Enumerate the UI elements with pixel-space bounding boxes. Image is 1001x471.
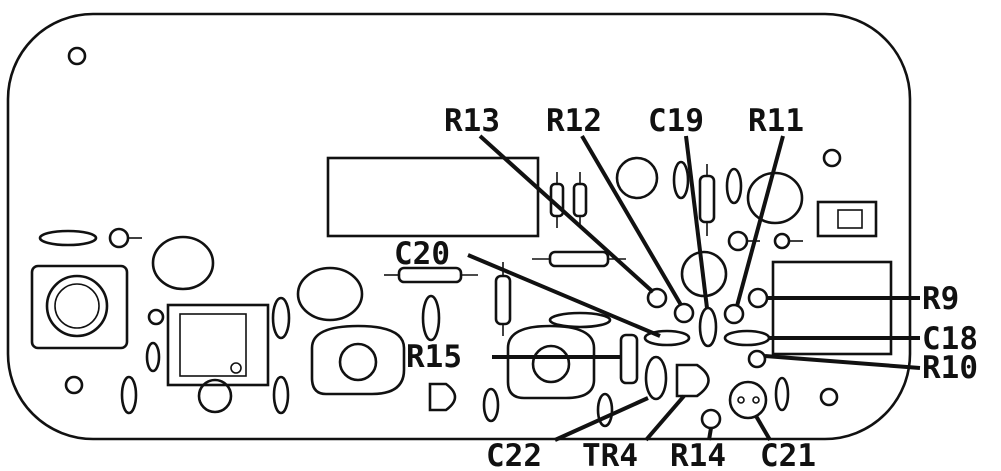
small-pad-2 — [773, 232, 791, 250]
label-c18: C18 — [922, 321, 978, 357]
c21-pin-left — [737, 396, 745, 404]
round-capacitor-left — [151, 235, 215, 291]
lens-cap-10 — [774, 376, 790, 412]
r13-pad — [646, 287, 668, 309]
ic-dot — [230, 362, 242, 374]
c19-capacitor — [698, 306, 718, 348]
trimmer-right — [506, 324, 596, 400]
leader-r11 — [735, 135, 785, 307]
trimmer-right-center — [531, 344, 571, 384]
r9-pad — [747, 287, 769, 309]
label-r10: R10 — [922, 350, 978, 386]
round-capacitor-mid — [296, 266, 364, 322]
resistor-vert-1 — [494, 274, 512, 326]
highlighted-components — [619, 287, 771, 430]
lens-cap-4 — [272, 375, 290, 415]
leader-c22 — [554, 396, 649, 442]
leader-c19 — [684, 135, 709, 309]
trimmer-left-center — [338, 342, 378, 382]
lens-cap-1 — [145, 341, 161, 373]
connector-inner — [837, 209, 863, 229]
leader-tr4 — [644, 394, 686, 442]
c21-capacitor — [728, 380, 768, 420]
leader-r13 — [478, 134, 655, 294]
lens-cap-3 — [271, 296, 291, 340]
lens-cap-6 — [482, 387, 500, 423]
mounting-hole-bottom-right — [819, 387, 839, 407]
leader-c21 — [754, 414, 772, 442]
leader-c20 — [467, 253, 661, 338]
label-r11: R11 — [748, 103, 804, 139]
tr4-transistor — [675, 363, 710, 398]
label-c19: C19 — [648, 103, 704, 139]
mounting-holes — [64, 46, 842, 407]
component-labels: R13 R12 C19 R11 C20 R9 C18 R15 R10 C22 T… — [394, 103, 978, 471]
leader-r14 — [707, 427, 713, 441]
resistor-vert-4 — [698, 174, 716, 224]
label-r14: R14 — [670, 438, 726, 471]
flat-cap-1 — [548, 311, 612, 329]
label-r15: R15 — [406, 339, 462, 375]
r10-pad — [747, 349, 767, 369]
left-oval-capacitor — [38, 229, 98, 247]
board-outline — [6, 12, 912, 441]
small-pad-1 — [727, 230, 749, 252]
background-components — [30, 156, 893, 428]
leader-lines — [467, 134, 921, 442]
c21-pin-right — [752, 396, 760, 404]
resistor-horiz-2 — [548, 250, 610, 268]
leader-r10 — [764, 354, 921, 370]
lens-cap-9 — [596, 392, 614, 428]
label-tr4: TR4 — [582, 438, 638, 471]
module-block — [326, 156, 540, 238]
label-c21: C21 — [760, 438, 816, 471]
left-small-pad — [108, 227, 130, 249]
ic-inner — [179, 313, 247, 377]
mounting-hole-bottom-left — [64, 375, 84, 395]
lens-cap-5 — [421, 294, 441, 342]
label-c22: C22 — [486, 438, 542, 471]
resistor-vert-3 — [572, 182, 588, 218]
potentiometer-knob-inner — [54, 283, 100, 329]
ic-outline — [166, 303, 270, 387]
mounting-hole-top-left — [67, 46, 87, 66]
potentiometer-knob — [45, 274, 109, 338]
c22-capacitor — [644, 355, 668, 401]
r14-pad — [700, 408, 722, 430]
relay-box — [771, 260, 893, 356]
label-r9: R9 — [922, 281, 959, 317]
ic-pin-round — [197, 378, 233, 414]
trimmer-left — [310, 324, 406, 396]
r12-pad — [673, 302, 695, 324]
label-c20: C20 — [394, 236, 450, 272]
c20-capacitor — [643, 329, 691, 347]
leader-r12 — [580, 134, 683, 307]
transistor-left — [428, 382, 457, 412]
c18-capacitor — [723, 329, 771, 347]
label-r13: R13 — [444, 103, 500, 139]
lens-cap-2 — [120, 375, 138, 415]
small-pad-left — [147, 308, 165, 326]
lens-cap-8 — [725, 167, 743, 205]
r11-pad — [723, 303, 745, 325]
r15-resistor — [619, 333, 639, 385]
label-r12: R12 — [546, 103, 602, 139]
round-cap-upper — [615, 156, 659, 200]
mounting-hole-right — [822, 148, 842, 168]
connector-outer — [816, 200, 878, 238]
lens-cap-7 — [672, 160, 690, 200]
potentiometer-housing — [30, 264, 129, 350]
round-cap-upper-right — [746, 171, 804, 225]
